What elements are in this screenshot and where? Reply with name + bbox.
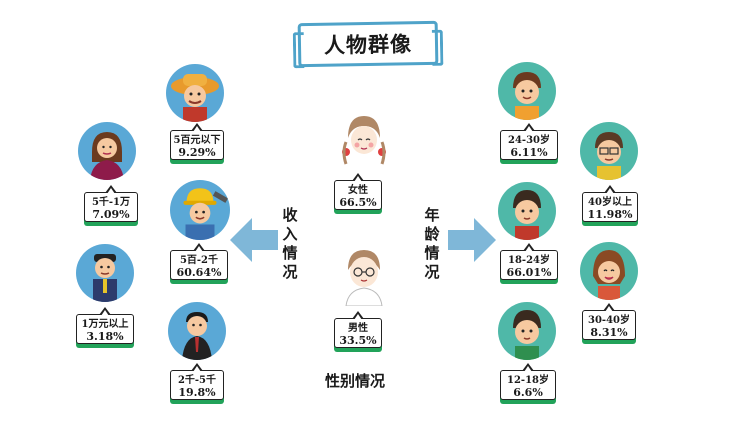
gender-bubble-female: 女性 66.5% (334, 173, 382, 210)
office-worker-avatar-icon (168, 302, 226, 360)
income-heading: 收入情况 (282, 206, 298, 281)
businessman-avatar-icon (76, 244, 134, 302)
income-value: 19.8% (178, 386, 216, 399)
income-value: 60.64% (176, 266, 222, 279)
gender-bubble-male: 男性 33.5% (334, 311, 382, 348)
businesswoman-avatar-icon (78, 122, 136, 180)
age-bubble-5: 12-18岁 6.6% (500, 363, 556, 400)
age-bubble-3: 18-24岁 66.01% (500, 243, 558, 280)
age-value: 11.98% (587, 208, 633, 221)
income-bubble-1: 5百元以下 9.29% (170, 123, 224, 160)
gender-value: 66.5% (339, 196, 377, 209)
gender-label: 女性 (348, 185, 368, 196)
title-banner: 人物群像 (297, 20, 439, 68)
income-bubble-2: 5千-1万 7.09% (84, 185, 138, 222)
income-label: 5千-1万 (91, 197, 131, 208)
left-arrow-icon (230, 218, 278, 262)
gender-heading: 性别情况 (325, 372, 386, 390)
age-label: 24-30岁 (508, 135, 550, 146)
gender-value: 33.5% (339, 334, 377, 347)
female-avatar-icon (334, 108, 394, 170)
young-man-avatar-icon (498, 182, 556, 240)
teen-avatar-icon (498, 302, 556, 360)
income-label: 5百-2千 (179, 255, 219, 266)
page-title: 人物群像 (323, 32, 413, 58)
older-man-avatar-icon (580, 122, 638, 180)
farmer-avatar-icon (166, 64, 224, 122)
income-bubble-3: 5百-2千 60.64% (170, 243, 228, 280)
male-avatar-icon (336, 244, 392, 306)
age-label: 40岁以上 (588, 197, 632, 208)
young-adult-avatar-icon (498, 62, 556, 120)
age-bubble-2: 40岁以上 11.98% (582, 185, 638, 222)
income-label: 2千-5千 (177, 375, 217, 386)
income-label: 1万元以上 (81, 319, 129, 330)
age-bubble-1: 24-30岁 6.11% (500, 123, 558, 160)
age-value: 66.01% (506, 266, 552, 279)
age-heading: 年龄情况 (424, 206, 440, 281)
income-bubble-5: 2千-5千 19.8% (170, 363, 224, 400)
income-value: 9.29% (178, 146, 216, 159)
income-bubble-4: 1万元以上 3.18% (76, 307, 134, 344)
construction-worker-avatar-icon (170, 180, 230, 240)
age-label: 12-18岁 (507, 375, 549, 386)
age-label: 30-40岁 (588, 315, 630, 326)
age-bubble-4: 30-40岁 8.31% (582, 303, 636, 340)
income-label: 5百元以下 (173, 135, 221, 146)
income-value: 3.18% (86, 330, 124, 343)
age-value: 8.31% (590, 326, 628, 339)
woman-avatar-icon (580, 242, 638, 300)
age-value: 6.6% (513, 386, 543, 399)
income-value: 7.09% (92, 208, 130, 221)
right-arrow-icon (448, 218, 496, 262)
gender-label: 男性 (348, 323, 368, 334)
age-label: 18-24岁 (508, 255, 550, 266)
age-value: 6.11% (510, 146, 548, 159)
